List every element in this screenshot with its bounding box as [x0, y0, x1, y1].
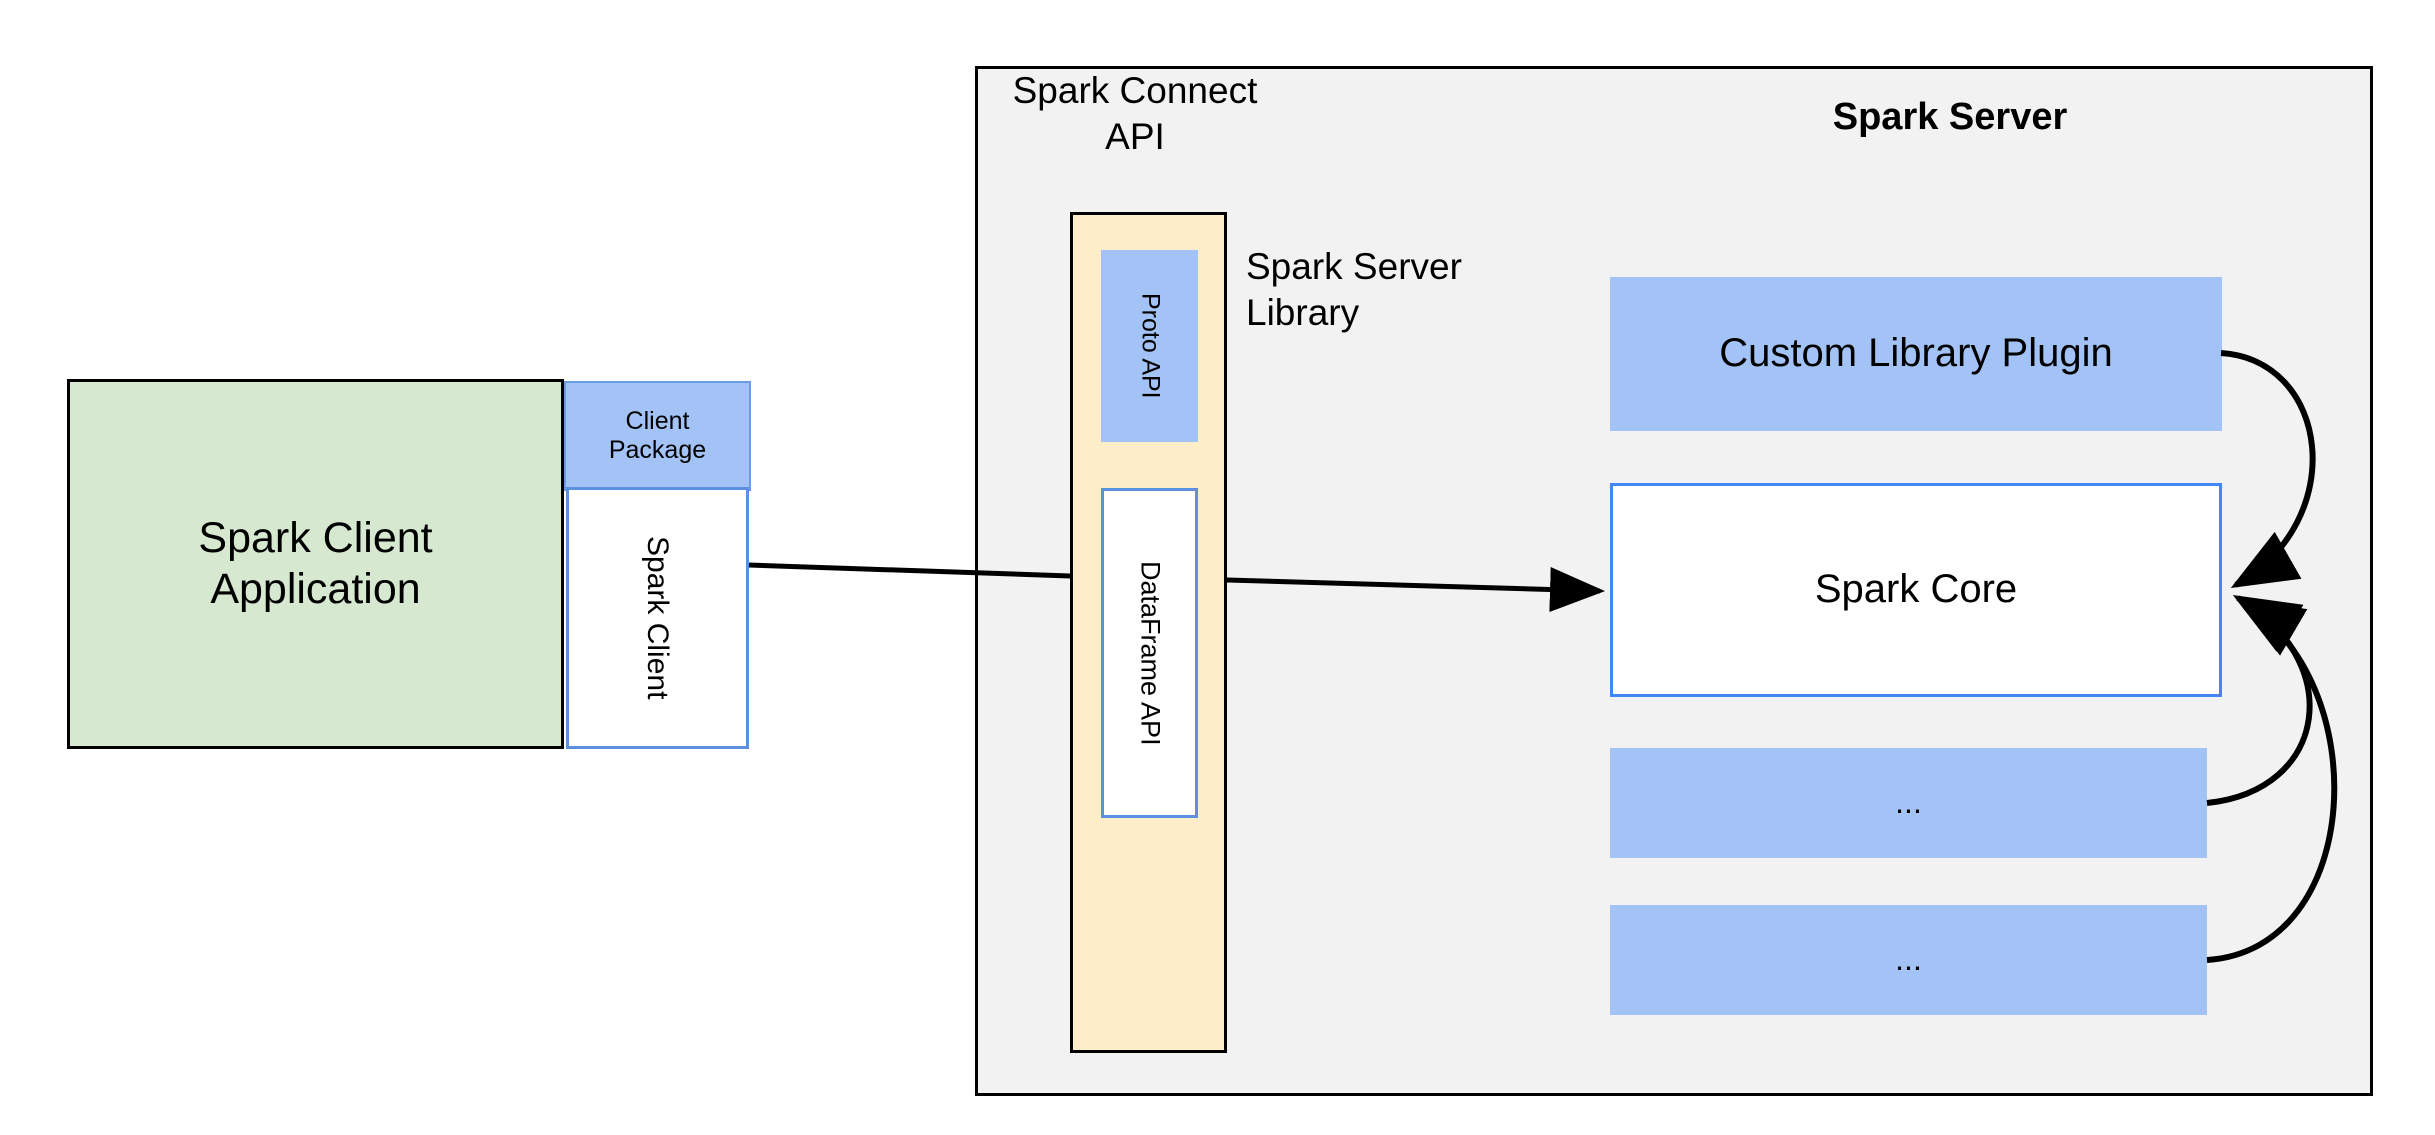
- dataframe-api-label: DataFrame API: [1135, 560, 1166, 746]
- spark-core-label: Spark Core: [1814, 567, 2018, 612]
- dataframe-api-box[interactable]: DataFrame API: [1101, 488, 1198, 818]
- spark-client-label: Spark Client: [641, 536, 675, 700]
- ellipsis-box-2[interactable]: ...: [1610, 905, 2207, 1015]
- ellipsis-label-2: ...: [1895, 941, 1922, 978]
- proto-api-label: Proto API: [1136, 293, 1165, 399]
- ellipsis-box-1[interactable]: ...: [1610, 748, 2207, 858]
- custom-library-plugin-label: Custom Library Plugin: [1719, 331, 2113, 376]
- spark-server-title: Spark Server: [1832, 96, 2068, 138]
- spark-client-box[interactable]: Spark Client: [566, 487, 749, 749]
- ellipsis-label-1: ...: [1895, 784, 1922, 821]
- spark-core-box[interactable]: Spark Core: [1610, 483, 2222, 697]
- proto-api-box[interactable]: Proto API: [1101, 250, 1198, 442]
- custom-library-plugin-box[interactable]: Custom Library Plugin: [1610, 277, 2222, 431]
